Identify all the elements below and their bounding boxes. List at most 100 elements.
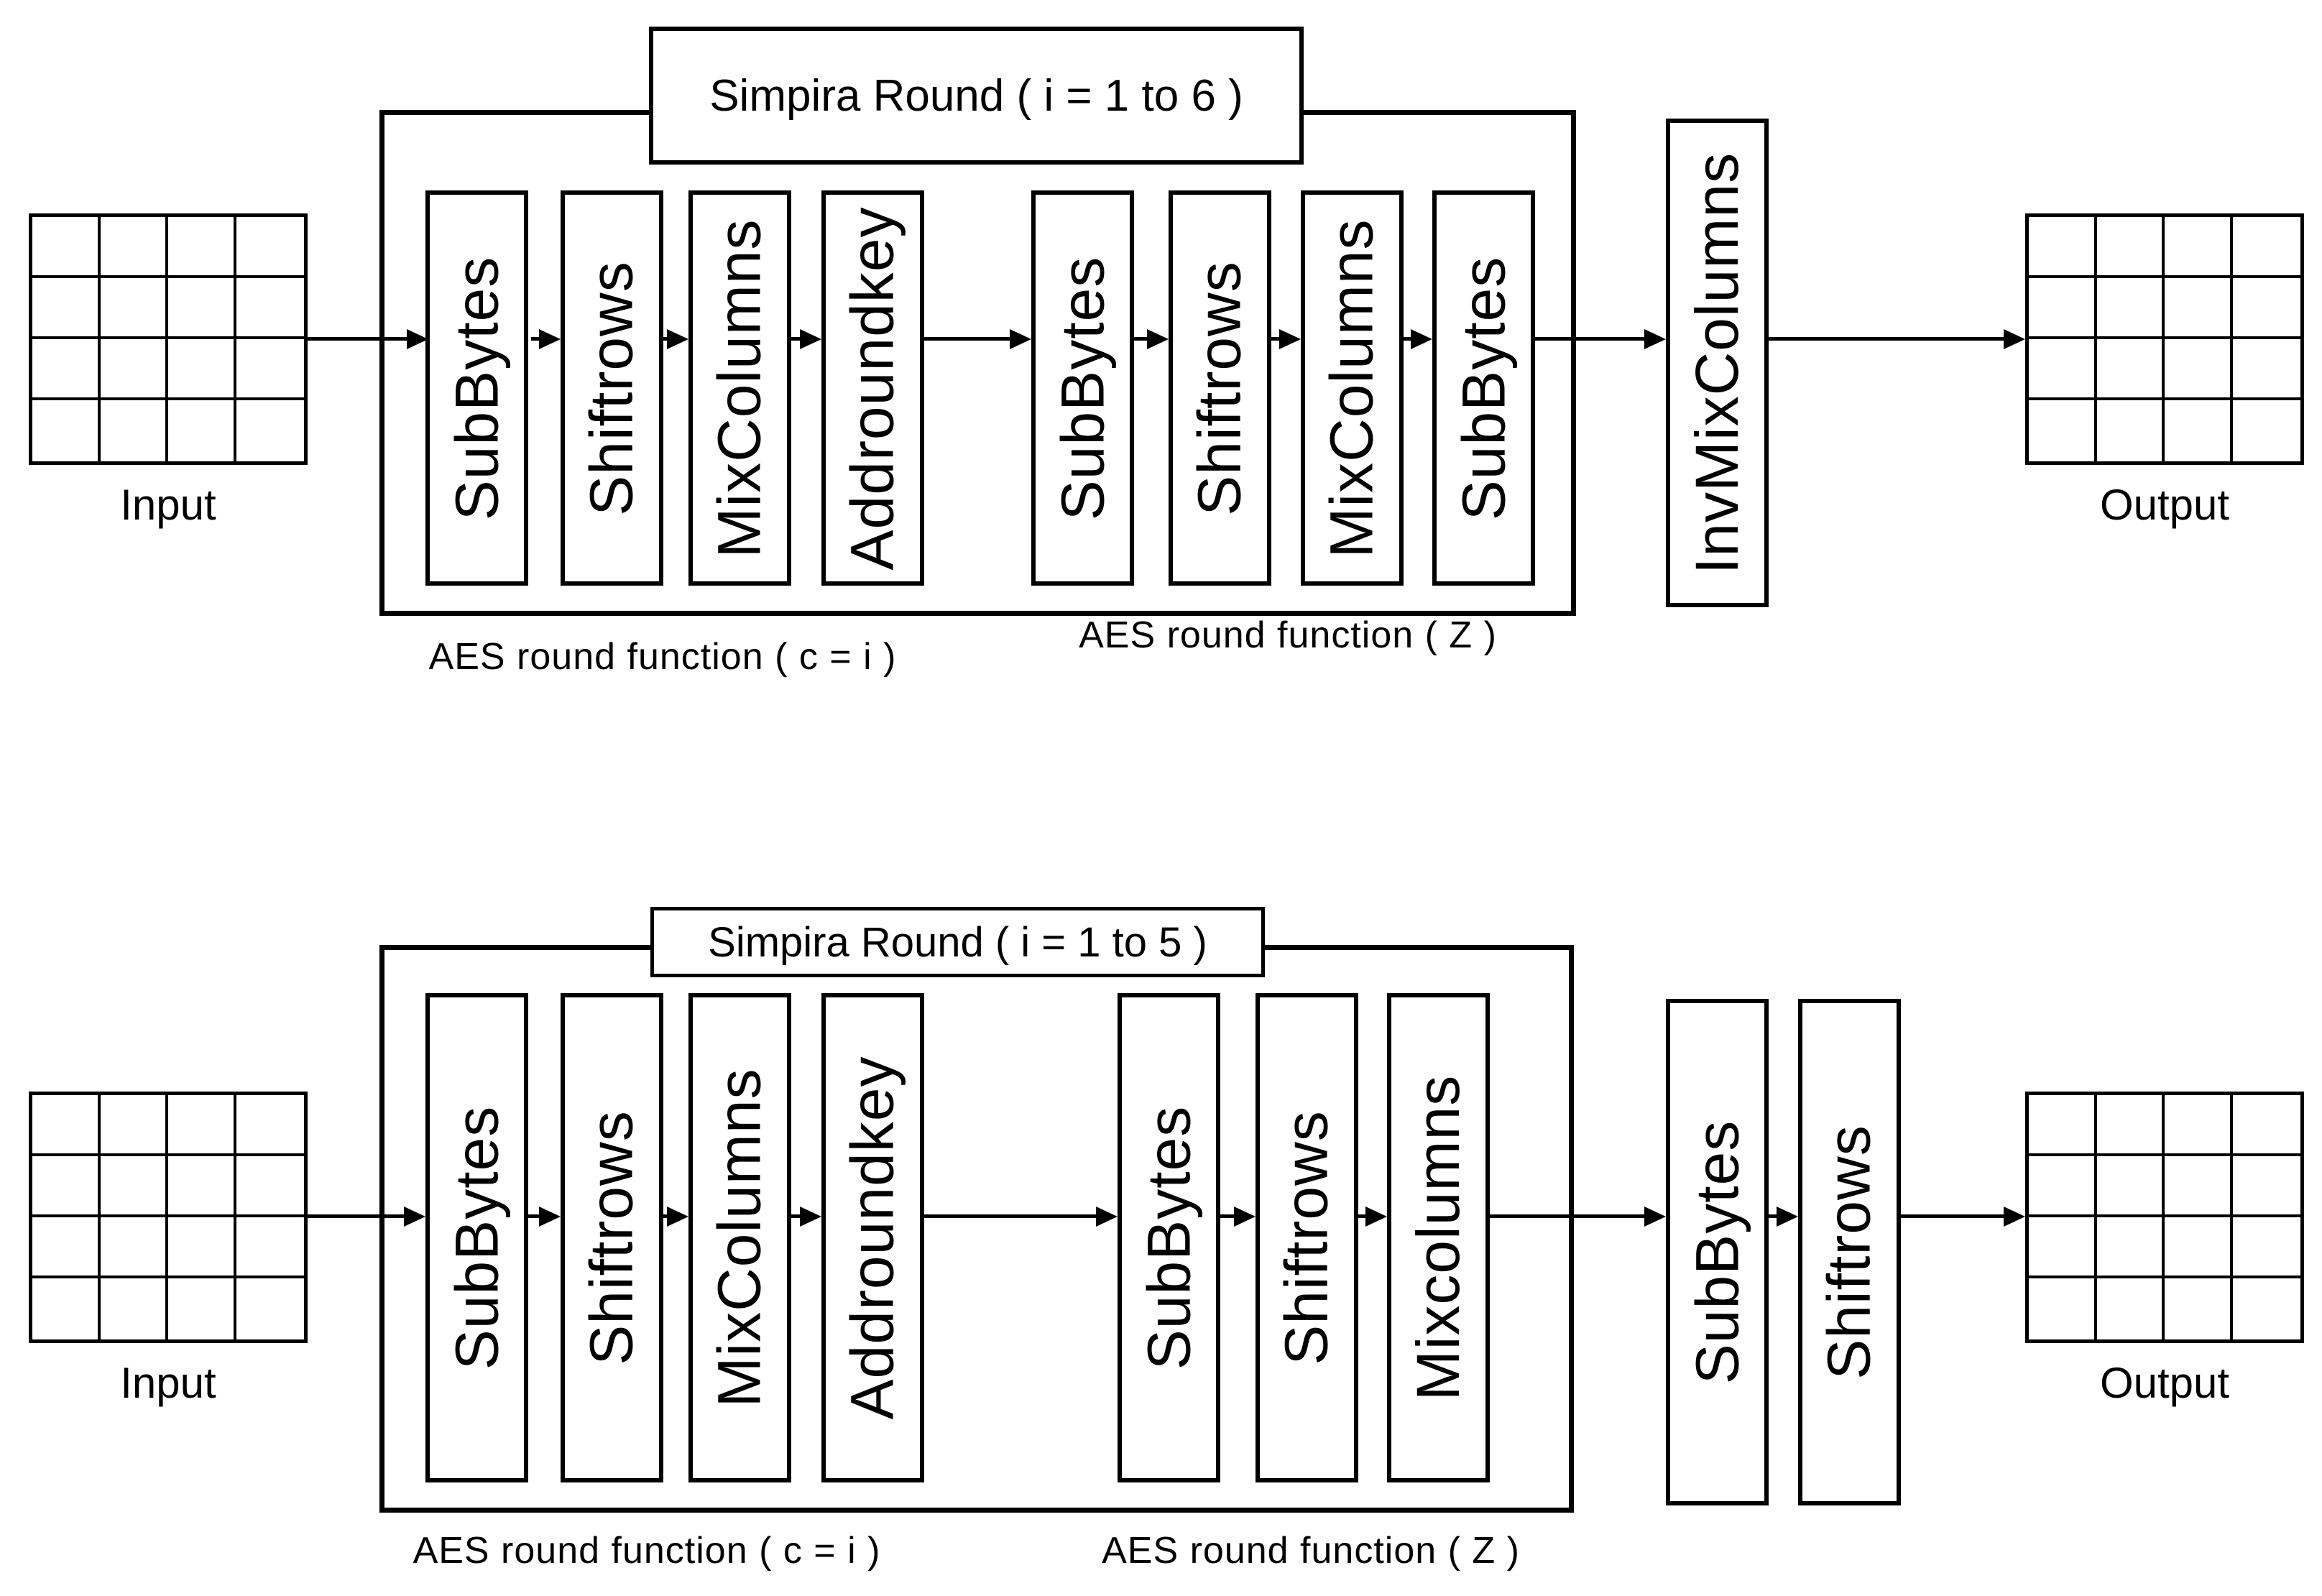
state-cell <box>101 1278 168 1339</box>
op-box-addroundkey: Addroundkey <box>821 993 924 1482</box>
flow-arrow <box>924 337 1010 341</box>
state-cell <box>2097 400 2165 461</box>
state-cell <box>168 278 236 339</box>
caption-aes-round-function-z: AES round function ( Z ) <box>1079 614 1497 656</box>
flow-arrow <box>1489 1214 1644 1218</box>
flow-arrow <box>1769 1214 1777 1218</box>
state-cell <box>2165 339 2233 400</box>
state-cell <box>2029 1278 2097 1339</box>
state-cell <box>236 1156 304 1217</box>
flow-arrow <box>1271 337 1279 341</box>
op-box-invmixcolumns: InvMixColumns <box>1666 119 1769 607</box>
caption-aes-round-function-ci: AES round function ( c = i ) <box>413 1530 881 1572</box>
op-box-label: SubBytes <box>443 256 511 520</box>
state-cell <box>2232 278 2300 339</box>
state-cell <box>168 1095 236 1156</box>
caption-aes-round-function-z: AES round function ( Z ) <box>1102 1530 1520 1572</box>
op-box-shiftrows: Shiftrows <box>1798 999 1901 1505</box>
op-box-shiftrows: Shiftrows <box>1256 993 1358 1482</box>
flow-arrow <box>1404 337 1411 341</box>
state-cell <box>2029 1095 2097 1156</box>
state-cell <box>168 1278 236 1339</box>
state-cell <box>100 1217 168 1278</box>
flow-arrow <box>308 337 407 341</box>
op-box-shiftrows: Shiftrows <box>1169 190 1271 586</box>
state-cell <box>101 400 168 461</box>
output-state-grid <box>2025 1092 2304 1343</box>
op-box-subbytes: SubBytes <box>1031 190 1134 586</box>
state-cell <box>2029 339 2097 400</box>
state-cell <box>236 1217 304 1278</box>
state-cell <box>32 339 101 400</box>
op-box-label: MixColumns <box>706 218 773 558</box>
op-box-label: MixColumns <box>1318 218 1386 558</box>
state-cell <box>2165 1095 2233 1156</box>
op-box-label: Shiftrows <box>578 260 645 516</box>
op-box-mixcolumns: Mixcolumns <box>1387 993 1490 1482</box>
state-cell <box>2165 400 2233 461</box>
input-label: Input <box>120 481 216 529</box>
op-box-mixcolumns: MixColumns <box>1301 190 1404 586</box>
state-cell <box>2165 1156 2233 1217</box>
op-box-subbytes: SubBytes <box>1118 993 1220 1482</box>
diagram-title: Simpira Round ( i = 1 to 6 ) <box>649 27 1304 165</box>
input-state-grid <box>29 213 308 465</box>
state-cell <box>2232 1095 2300 1156</box>
state-cell <box>168 217 236 278</box>
state-cell <box>100 217 168 278</box>
state-cell <box>2232 217 2300 278</box>
flow-arrow <box>528 1214 539 1218</box>
op-box-label: SubBytes <box>1450 256 1518 520</box>
state-cell <box>32 217 101 278</box>
state-cell <box>2096 1095 2165 1156</box>
op-box-subbytes: SubBytes <box>425 190 528 586</box>
state-cell <box>236 339 304 400</box>
op-box-subbytes: SubBytes <box>1666 999 1769 1505</box>
op-box-subbytes: SubBytes <box>425 993 528 1482</box>
state-cell <box>100 278 168 339</box>
op-box-mixcolumns: MixColumns <box>688 993 791 1482</box>
state-cell <box>168 339 236 400</box>
state-cell <box>32 1095 101 1156</box>
op-box-label: SubBytes <box>1049 256 1117 520</box>
state-cell <box>168 400 236 461</box>
state-cell <box>236 217 304 278</box>
state-cell <box>2165 217 2233 278</box>
state-cell <box>2165 1278 2233 1339</box>
op-box-label: Shiftrows <box>1815 1125 1883 1380</box>
state-cell <box>236 1095 304 1156</box>
flow-arrow <box>924 1214 1096 1218</box>
op-box-addroundkey: Addroundkey <box>821 190 924 586</box>
op-box-label: SubBytes <box>443 1105 511 1370</box>
state-cell <box>2232 1217 2300 1278</box>
op-box-subbytes: SubBytes <box>1432 190 1535 586</box>
state-cell <box>32 1278 101 1339</box>
state-cell <box>32 1156 101 1217</box>
state-cell <box>2165 278 2233 339</box>
state-cell <box>32 1217 101 1278</box>
state-cell <box>32 278 101 339</box>
flow-arrow <box>1358 1214 1365 1218</box>
state-cell <box>100 1095 168 1156</box>
state-cell <box>2096 1217 2165 1278</box>
flow-arrow <box>531 337 539 341</box>
state-cell <box>2029 1217 2097 1278</box>
op-box-label: Shiftrows <box>578 1110 645 1365</box>
state-cell <box>2029 1156 2097 1217</box>
state-cell <box>2233 1278 2301 1339</box>
flow-arrow <box>1134 337 1147 341</box>
output-label: Output <box>2099 481 2230 529</box>
flow-arrow <box>1220 1214 1234 1218</box>
flow-arrow <box>1901 1214 2004 1218</box>
state-cell <box>32 400 101 461</box>
state-cell <box>2029 278 2097 339</box>
op-box-label: SubBytes <box>1683 1120 1751 1385</box>
state-cell <box>236 400 305 461</box>
op-box-label: Shiftrows <box>1186 260 1253 516</box>
state-cell <box>2096 1156 2165 1217</box>
diagram-title: Simpira Round ( i = 1 to 5 ) <box>650 907 1265 977</box>
caption-aes-round-function-ci: AES round function ( c = i ) <box>428 636 897 678</box>
state-cell <box>100 1156 168 1217</box>
flow-arrow <box>791 1214 800 1218</box>
